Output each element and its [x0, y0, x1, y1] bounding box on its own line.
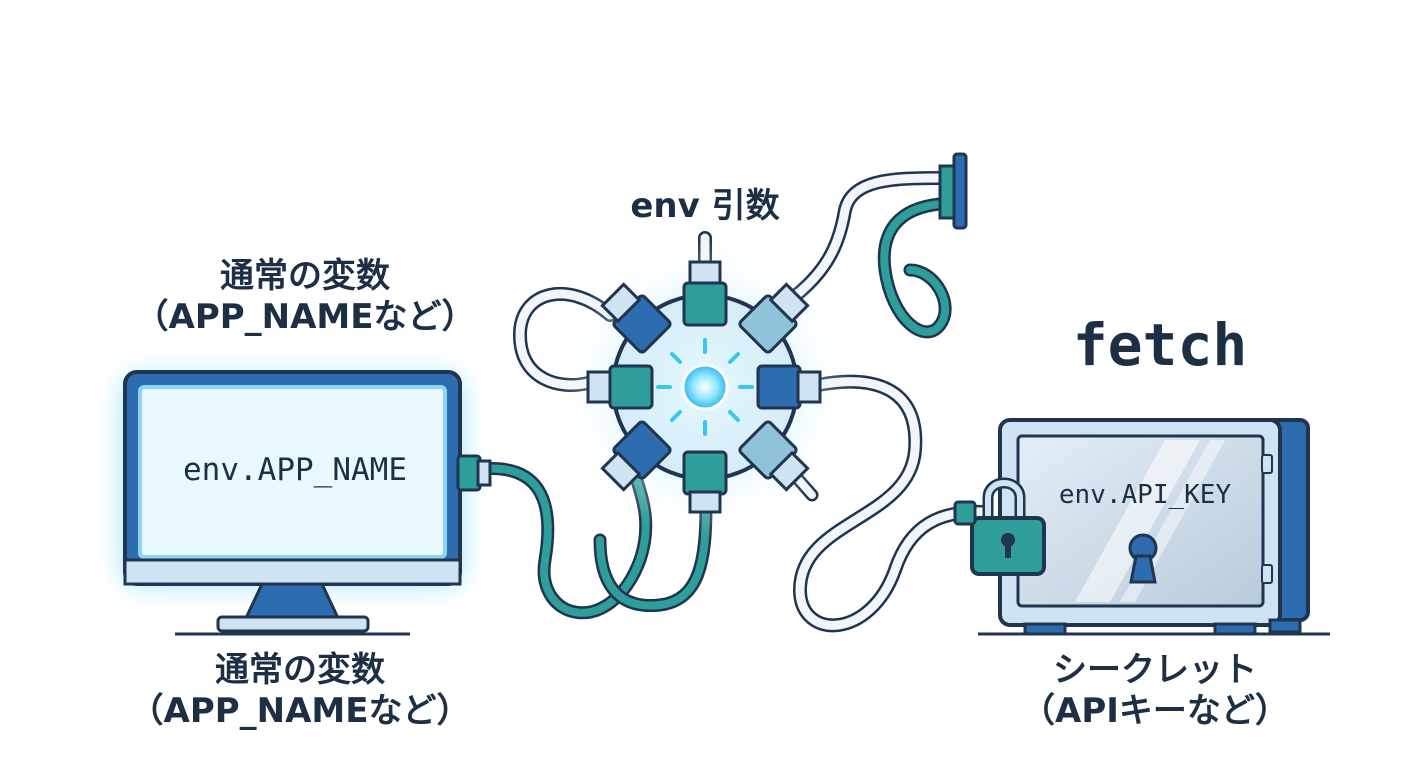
bottom-right-label: シークレット （APIキーなど） — [1021, 650, 1289, 732]
hub-icon — [555, 237, 855, 537]
cables — [465, 171, 992, 633]
keyhole-icon — [1128, 533, 1158, 584]
top-left-label: 通常の変数 （APP_NAMEなど） — [134, 256, 476, 338]
wall-socket-icon — [938, 152, 968, 230]
hub-connector-top-right — [738, 282, 810, 354]
monitor-screen-text: env.APP_NAME — [183, 452, 407, 488]
safe-icon — [978, 418, 1330, 636]
hub-connector-bottom — [682, 450, 728, 514]
monitor-icon — [123, 370, 492, 636]
hub-connector-bottom-right — [738, 420, 810, 492]
cable-hub-to-socket — [783, 171, 952, 339]
hub-connector-left — [586, 364, 654, 410]
cable-hub-to-safe — [793, 374, 992, 633]
hub-label: env 引数 — [630, 186, 780, 226]
bottom-left-label: 通常の変数 （APP_NAMEなど） — [129, 650, 471, 732]
cable-hub-bottom — [593, 498, 713, 613]
hub-connector-bottom-left — [600, 420, 672, 492]
monitor-plug — [456, 454, 492, 492]
safe-door-text: env.API_KEY — [1058, 480, 1232, 510]
padlock-icon — [953, 477, 1046, 576]
hub-rays — [656, 338, 754, 436]
hub-connector-top — [682, 260, 728, 327]
hub-connector-right — [756, 364, 822, 410]
hub-connector-top-left — [600, 282, 672, 354]
fetch-label: fetch — [1072, 311, 1248, 379]
